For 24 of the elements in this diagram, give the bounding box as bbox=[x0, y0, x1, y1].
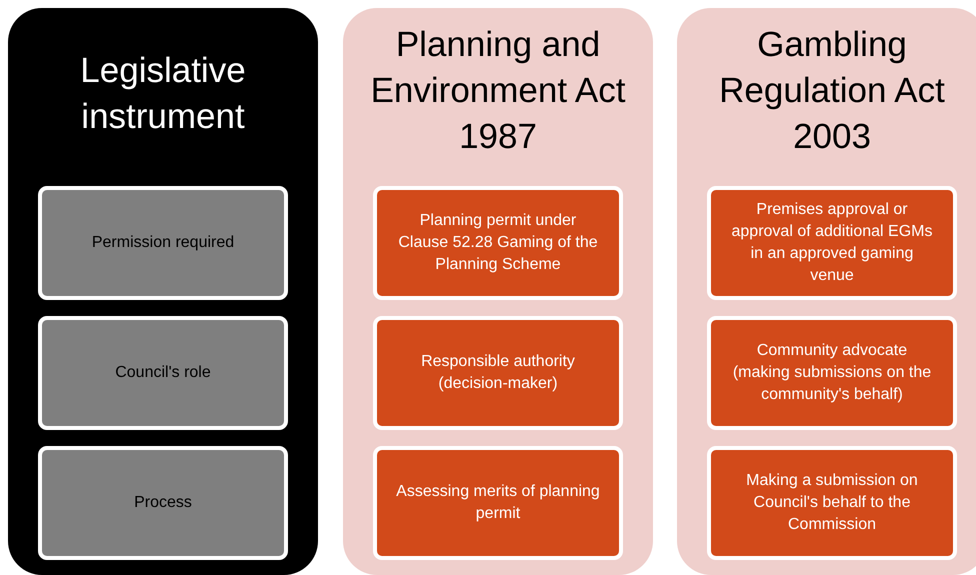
card-text: Planning permit under Clause 52.28 Gaming of the Planning Scheme bbox=[397, 211, 599, 275]
content-card bbox=[38, 446, 288, 560]
content-card bbox=[707, 446, 957, 560]
column-panel bbox=[343, 8, 653, 575]
content-card bbox=[707, 186, 957, 300]
column-heading: Planning and Environment Act 1987 bbox=[370, 24, 626, 158]
content-card bbox=[373, 316, 623, 430]
card-text: Council's role bbox=[114, 363, 212, 383]
content-card bbox=[373, 186, 623, 300]
column-heading: Gambling Regulation Act 2003 bbox=[718, 24, 946, 158]
card-text: Process bbox=[133, 493, 193, 513]
column-panel bbox=[677, 8, 976, 575]
card-text: Community advocate (making submissions on the community's behalf) bbox=[732, 341, 932, 405]
content-card bbox=[38, 186, 288, 300]
column-heading: Legislative instrument bbox=[79, 50, 247, 138]
card-text: Permission required bbox=[90, 233, 236, 253]
card-text: Making a submission on Council's behalf to the Commission bbox=[745, 471, 919, 535]
card-text: Assessing merits of planning permit bbox=[395, 482, 601, 524]
card-text: Responsible authority (decision-maker) bbox=[420, 352, 576, 394]
card-text: Premises approval or approval of additional EGMs in an approved gaming venue bbox=[730, 200, 934, 286]
content-card bbox=[38, 316, 288, 430]
content-card bbox=[707, 316, 957, 430]
column-panel bbox=[8, 8, 318, 575]
content-card bbox=[373, 446, 623, 560]
